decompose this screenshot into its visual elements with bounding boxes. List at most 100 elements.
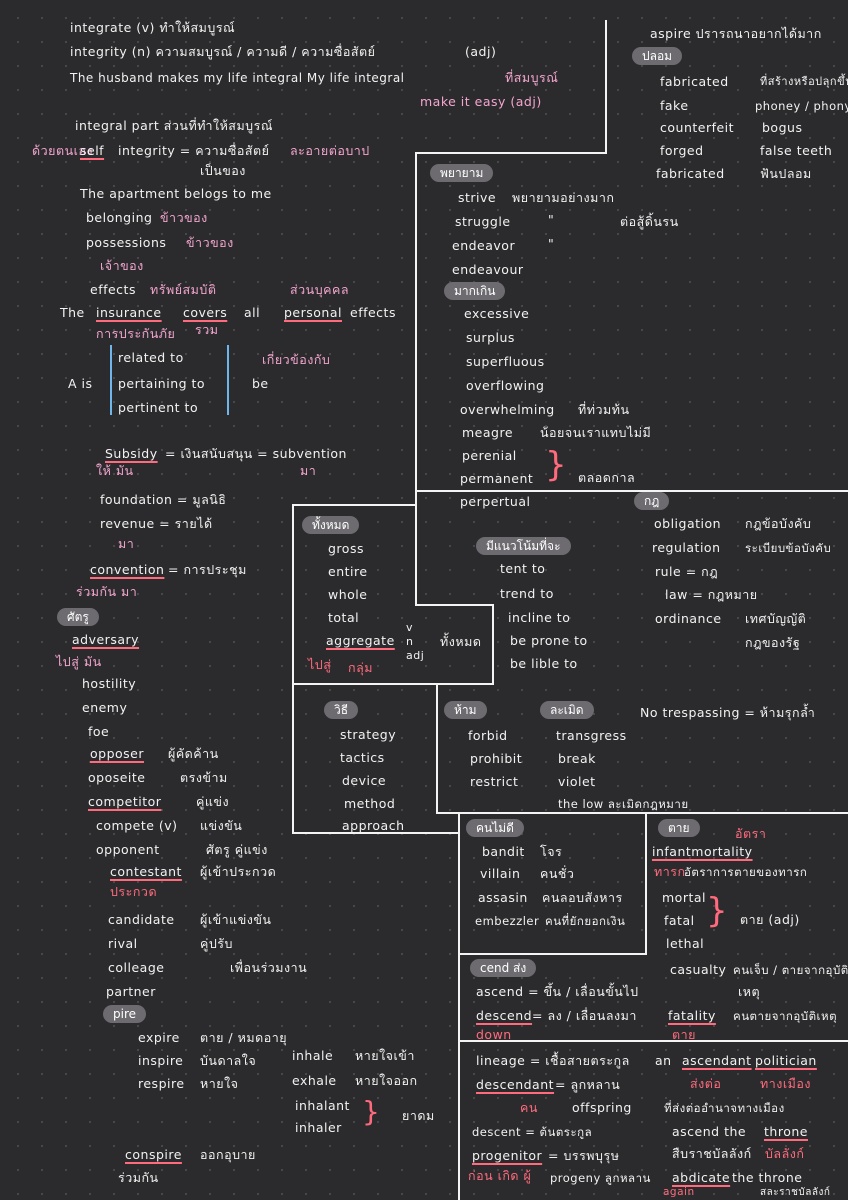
note-line: สละราชบัลลังก์	[760, 1187, 831, 1198]
note-line: = ลูกหลาน	[555, 1077, 621, 1092]
note-line: foundation = มูลนิธิ	[100, 492, 227, 507]
note-word: hostility	[82, 676, 137, 691]
note-word: phoney / phony	[755, 99, 848, 113]
brace-mark: }	[362, 1095, 380, 1128]
note-word: descendant	[476, 1077, 555, 1092]
note-word: throne	[764, 1124, 808, 1139]
note-word: be	[252, 376, 269, 391]
divider-line	[292, 504, 417, 506]
note-word: an	[655, 1053, 672, 1068]
note-word: obligation	[654, 516, 722, 531]
divider-line	[292, 832, 458, 834]
note-word: ฟันปลอม	[760, 166, 812, 181]
note-word: device	[342, 773, 387, 788]
note-word: คู่ปรับ	[200, 936, 233, 951]
note-word: หายใจเข้า	[355, 1048, 415, 1063]
note-word: the low ละเมิดกฎหมาย	[558, 797, 689, 811]
note-word: tactics	[340, 750, 385, 765]
note-annotation: ข้าวของ	[186, 235, 234, 250]
note-word: politician	[755, 1053, 817, 1068]
note-word: superfluous	[466, 354, 545, 369]
section-heading-strive: พยายาม	[430, 164, 494, 182]
note-word: ผู้คัดค้าน	[168, 746, 219, 761]
note-annotation: มา	[118, 536, 135, 551]
note-word: หายใจ	[200, 1076, 239, 1091]
note-word: ascendant	[682, 1053, 752, 1068]
note-word: endeavour	[452, 262, 524, 277]
note-word: progenitor	[472, 1148, 543, 1163]
note-line: = เงินสนับสนุน = subvention	[165, 446, 347, 461]
note-word: effects	[90, 282, 136, 297]
note-word: Subsidy	[105, 446, 158, 461]
note-word: violet	[558, 774, 596, 789]
note-word: คนที่ยักยอกเงิน	[545, 914, 626, 928]
note-word: offspring	[572, 1100, 632, 1115]
note-word: เทศบัญญัติ	[745, 611, 807, 626]
note-line: = บรรพบุรุษ	[548, 1148, 620, 1163]
note-annotation: ตาย	[672, 1027, 696, 1042]
note-word: tent to	[500, 561, 546, 576]
divider-line	[458, 812, 460, 1200]
note-word: forbid	[468, 728, 508, 743]
note-word: ผู้เข้าประกวด	[200, 864, 277, 879]
brace-mark: }	[706, 891, 728, 931]
note-word: บันดาลใจ	[200, 1053, 257, 1068]
note-word: adj	[406, 649, 425, 662]
note-word: effects	[350, 305, 396, 320]
note-word: possessions	[86, 235, 167, 250]
note-line: integral part ส่วนที่ทำให้สมบูรณ์	[75, 118, 273, 133]
note-word: descend	[476, 1008, 533, 1023]
note-word: lethal	[666, 936, 705, 951]
note-word: อัตราการตายของทารก	[684, 865, 808, 879]
divider-line	[415, 604, 493, 606]
note-word: ตาย (adj)	[740, 912, 800, 927]
note-word: "	[548, 212, 555, 227]
note-word: false teeth	[760, 143, 833, 158]
note-word: infantmortality	[652, 844, 753, 859]
note-word: adversary	[72, 632, 140, 647]
note-word: ordinance	[655, 611, 722, 626]
section-heading-violate: ละเมิด	[540, 701, 594, 719]
note-word: v	[406, 621, 414, 634]
note-line: integrity (n) ความสมบูรณ์ / ความดี / ควา…	[70, 44, 376, 59]
note-line: aspire ปรารถนาอยากได้มาก	[650, 26, 822, 41]
note-word: inspire	[138, 1053, 184, 1068]
note-word: inhale	[292, 1048, 334, 1063]
note-word: fatal	[664, 913, 695, 928]
note-annotation: ไปสู่ มัน	[56, 654, 102, 669]
divider-line	[415, 152, 417, 606]
note-annotation: บัลลังก์	[765, 1146, 805, 1161]
note-word: be prone to	[510, 633, 588, 648]
brace-mark: }	[545, 445, 567, 485]
note-word: bandit	[482, 844, 525, 859]
note-word: คนชั่ว	[540, 866, 575, 881]
note-word: assasin	[478, 890, 528, 905]
note-annotation: ข้าวของ	[160, 210, 208, 225]
note-word: แข่งขัน	[200, 818, 243, 833]
note-word: the throne	[732, 1170, 803, 1185]
note-word: fake	[660, 98, 689, 113]
note-word: method	[344, 796, 396, 811]
note-line: integrity = ความซื่อสัตย์	[118, 143, 270, 158]
note-annotation: คน	[520, 1100, 538, 1115]
note-word: คนเจ็บ / ตายจากอุบัติ	[733, 963, 848, 977]
note-word: compete (v)	[96, 818, 178, 833]
note-word: สืบราชบัลลังก์	[672, 1146, 752, 1161]
note-word: pertaining to	[118, 376, 206, 391]
note-word: meagre	[462, 425, 514, 440]
note-word: เหตุ	[738, 984, 761, 999]
note-line: descent = ต้นตระกูล	[472, 1125, 593, 1139]
section-heading-forbid: ห้าม	[444, 701, 487, 719]
divider-line	[415, 152, 607, 154]
divider-line	[436, 812, 848, 814]
note-annotation: มา	[300, 463, 317, 478]
note-line: เป็นของ	[200, 163, 246, 178]
note-line: revenue = รายได้	[100, 516, 213, 531]
note-word: self	[80, 143, 105, 158]
note-word: พยายามอย่างมาก	[512, 190, 615, 205]
note-line: ที่ส่งต่ออำนาจทางเมือง	[664, 1101, 785, 1115]
note-annotation: ให้ มัน	[96, 463, 134, 478]
divider-line	[292, 683, 494, 685]
note-word: counterfeit	[660, 120, 735, 135]
note-word: expire	[138, 1030, 180, 1045]
